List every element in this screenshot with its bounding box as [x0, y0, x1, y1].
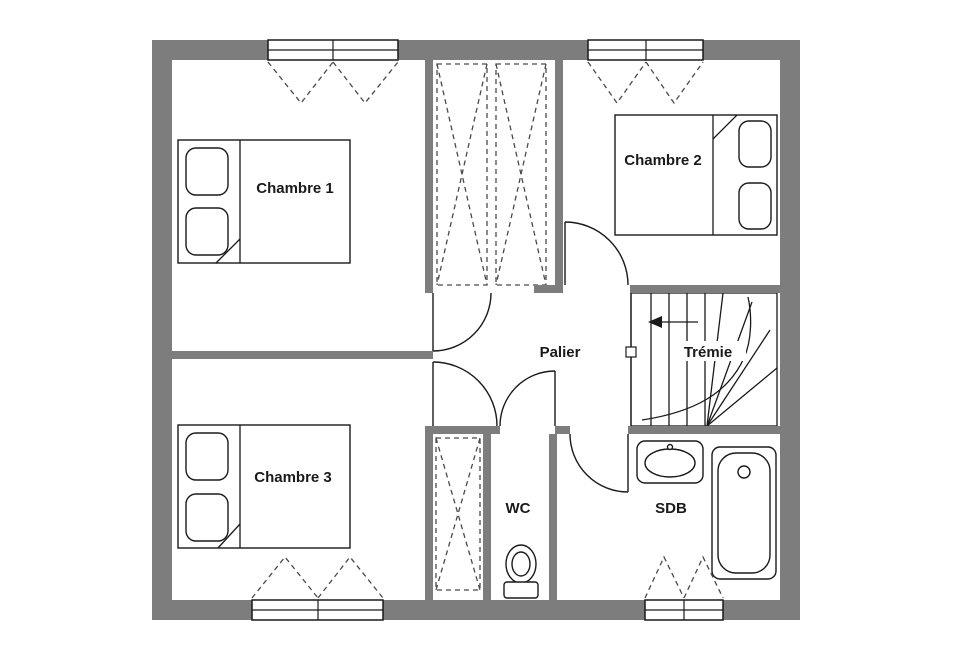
window-chambre-2 — [587, 39, 704, 105]
room-label-chambre-1: Chambre 1 — [256, 180, 334, 197]
toilet — [503, 544, 539, 599]
tremie-label-background — [672, 341, 746, 361]
door-chambre-2 — [564, 221, 629, 286]
room-label-tremie: Trémie — [684, 344, 732, 361]
room-label-chambre-3: Chambre 3 — [254, 469, 332, 486]
door-sdb — [569, 433, 629, 493]
window-chambre-1 — [267, 39, 399, 105]
double-bed-chambre-1 — [177, 139, 351, 264]
room-label-chambre-2: Chambre 2 — [624, 152, 702, 169]
room-label-wc: WC — [506, 500, 531, 517]
door-chambre-1 — [432, 292, 492, 352]
window-sdb — [644, 555, 724, 621]
stair-landing-marker — [625, 346, 637, 358]
double-bed-chambre-3 — [177, 424, 351, 549]
room-label-palier: Palier — [540, 344, 581, 361]
door-wc — [499, 370, 556, 427]
wardrobe-bottom — [435, 437, 481, 591]
double-bed-chambre-2 — [614, 114, 778, 236]
door-chambre-3 — [432, 361, 498, 427]
stair-direction-arrow — [648, 316, 698, 328]
outer-walls — [152, 40, 800, 620]
wardrobe-top-right — [495, 63, 547, 286]
bathtub — [711, 446, 777, 580]
sink — [636, 440, 704, 484]
room-label-sdb: SDB — [655, 500, 687, 517]
wardrobe-top-left — [436, 63, 488, 286]
window-chambre-3 — [251, 555, 384, 621]
interior-walls — [172, 60, 780, 600]
